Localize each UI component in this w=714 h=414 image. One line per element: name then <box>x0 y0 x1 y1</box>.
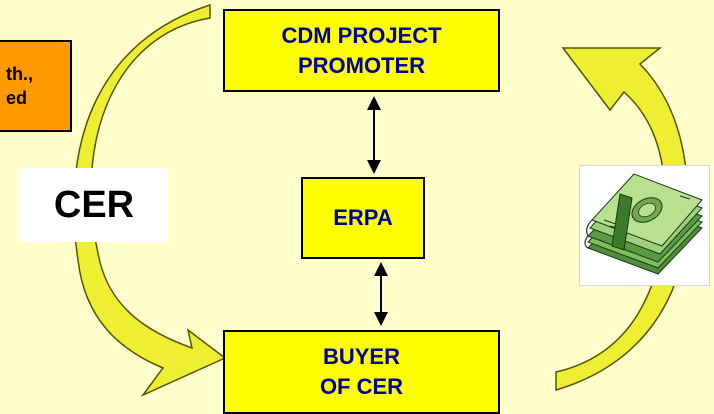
note-line-1: th., <box>6 63 33 84</box>
buyer-line-1: BUYER <box>322 344 400 370</box>
note-line-2: ed <box>6 88 28 108</box>
promoter-line-2: PROMOTER <box>297 52 426 78</box>
money-card <box>579 165 710 286</box>
erpa-box: ERPA <box>301 177 425 259</box>
promoter-line-1: CDM PROJECT <box>281 22 442 48</box>
note-box: th., ed <box>0 40 72 132</box>
promoter-box: CDM PROJECT PROMOTER <box>223 9 500 92</box>
double-headed-arrow-bottom <box>374 262 388 326</box>
buyer-box: BUYER OF CER <box>223 330 500 414</box>
erpa-label: ERPA <box>333 205 393 230</box>
left-curved-arrow <box>73 3 227 397</box>
buyer-line-2: OF CER <box>319 374 404 399</box>
double-headed-arrow-top <box>367 96 381 174</box>
cer-label: CER <box>20 168 168 242</box>
money-icon <box>584 173 703 275</box>
